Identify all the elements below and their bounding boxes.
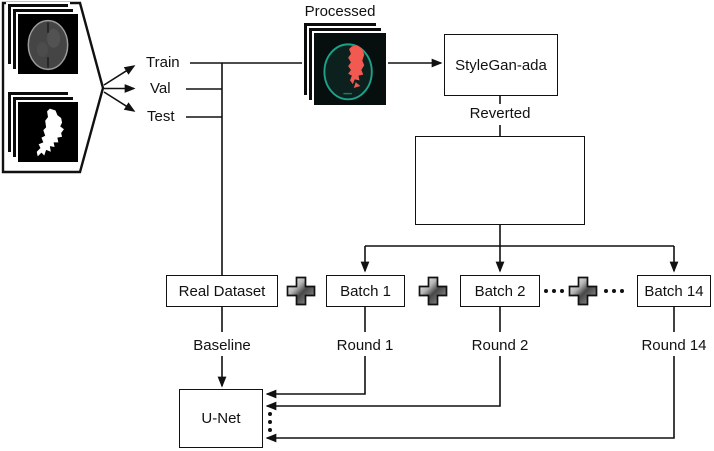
ellipsis-dots xyxy=(604,289,624,293)
batch1-box: Batch 1 xyxy=(326,275,405,307)
label-round2: Round 2 xyxy=(471,337,529,354)
label-round14: Round 14 xyxy=(641,337,707,354)
ellipsis-dots xyxy=(544,289,564,293)
label-train: Train xyxy=(146,54,180,71)
label-test: Test xyxy=(147,108,175,125)
batch2-box: Batch 2 xyxy=(460,275,540,307)
arrow-round1-to-unet xyxy=(265,356,366,399)
dataset-mask-stack xyxy=(6,90,80,164)
label-baseline: Baseline xyxy=(193,337,251,354)
reverted-images-box xyxy=(415,136,585,225)
label-val: Val xyxy=(150,80,171,97)
ellipsis-dots-vertical xyxy=(268,412,272,432)
processed-overlay-image xyxy=(312,31,388,107)
arrow-to-test xyxy=(103,91,136,112)
dataset-brain-stack xyxy=(6,2,80,76)
label-round1: Round 1 xyxy=(336,337,394,354)
arrow-round14-to-unet xyxy=(265,356,675,443)
plus-icon xyxy=(286,276,316,306)
segmentation-mask-image xyxy=(16,100,80,164)
unet-box: U-Net xyxy=(179,389,263,448)
stylegan-box: StyleGan-ada xyxy=(444,34,558,96)
processed-stack xyxy=(302,21,388,107)
plus-icon xyxy=(568,276,598,306)
brain-mri-image xyxy=(16,12,80,76)
plus-icon xyxy=(418,276,448,306)
arrow-to-train xyxy=(103,65,136,86)
label-reverted: Reverted xyxy=(469,105,531,122)
real-dataset-box: Real Dataset xyxy=(166,275,278,307)
label-processed: Processed xyxy=(304,3,376,20)
batch14-box: Batch 14 xyxy=(637,275,711,307)
arrow-round2-to-unet xyxy=(265,356,501,411)
